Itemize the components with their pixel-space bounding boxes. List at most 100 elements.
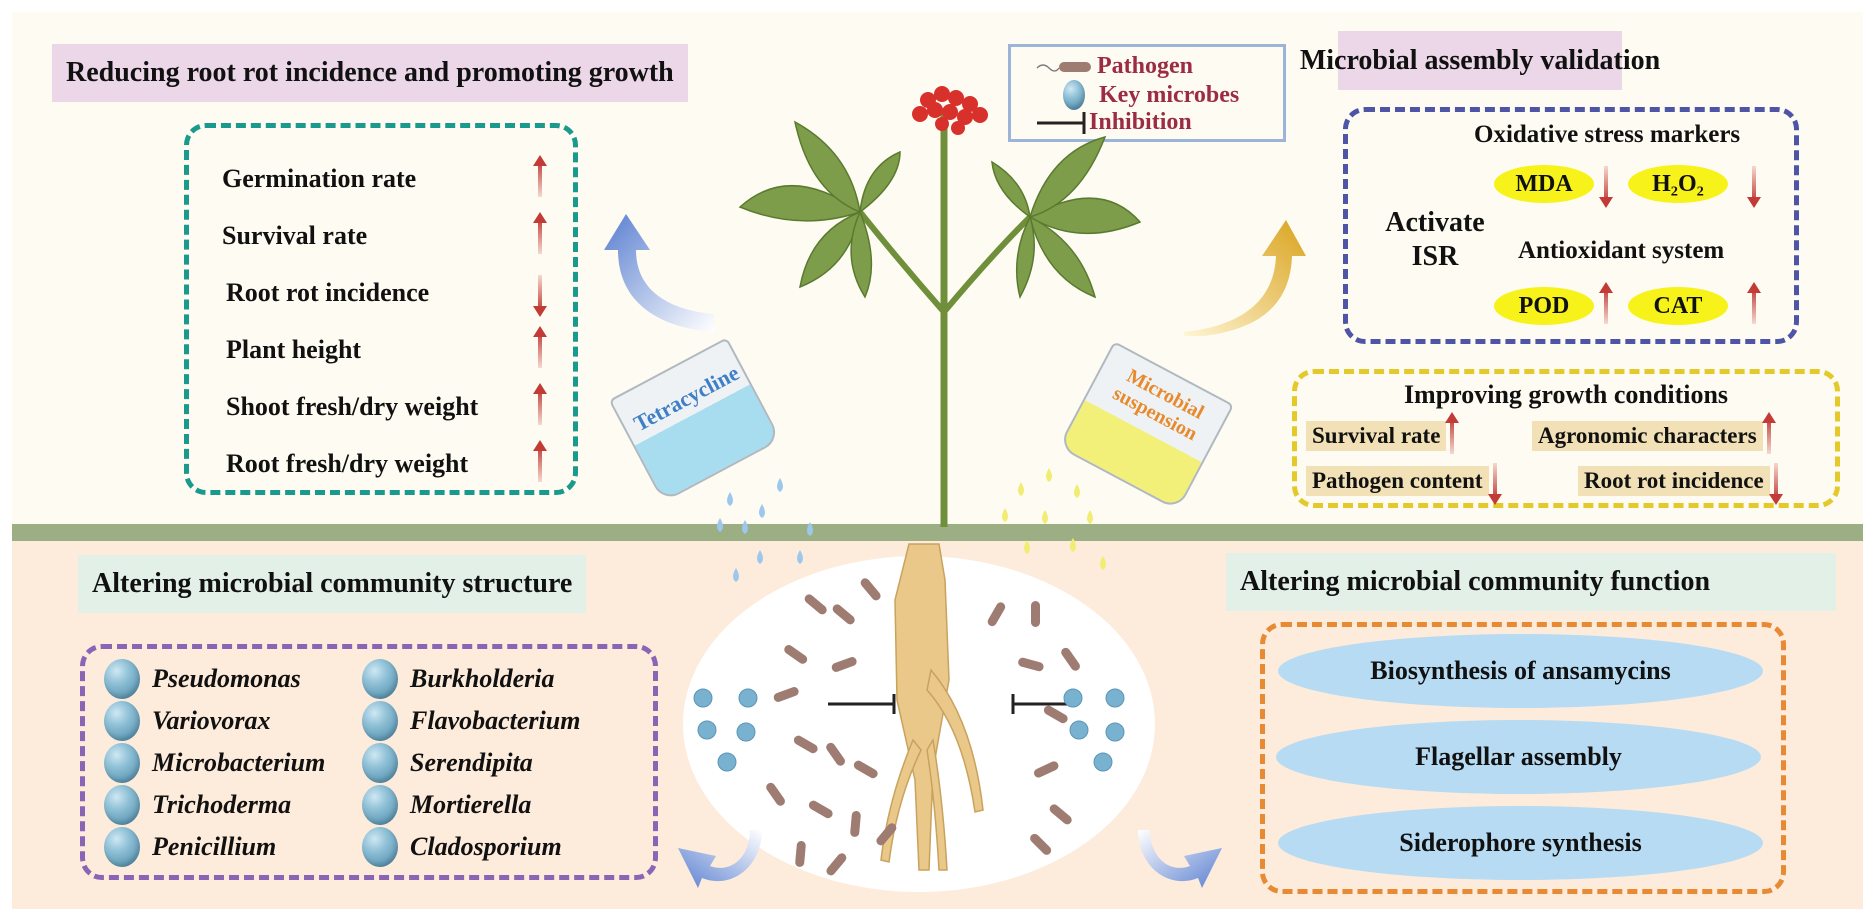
- growth-metrics-list: Germination rate Survival rate Root rot …: [222, 150, 547, 492]
- growth-item: Root rot incidence: [1578, 463, 1783, 505]
- oxidative-stress-title: Oxidative stress markers: [1474, 121, 1741, 148]
- species-name: Cladosporium: [410, 832, 562, 861]
- isr-line-2: ISR: [1411, 241, 1459, 272]
- legend-item-pathogen: Pathogen: [1035, 53, 1193, 80]
- key-microbe-cluster: [693, 688, 1125, 772]
- growth-item-label: Agronomic characters: [1532, 421, 1763, 451]
- metric-label: Survival rate: [222, 220, 368, 250]
- pathogen-icon: [1036, 61, 1091, 72]
- up-arrow-icon: [1599, 282, 1613, 324]
- species-name: Serendipita: [410, 748, 533, 777]
- key-microbe-icon: [104, 827, 140, 867]
- down-arrow-icon: [1599, 166, 1613, 208]
- mda-marker: MDA: [1494, 165, 1594, 203]
- legend-label: Pathogen: [1097, 53, 1193, 79]
- species-item: Mortierella: [362, 784, 580, 826]
- key-microbe-icon: [362, 785, 398, 825]
- up-arrow-icon: [533, 211, 547, 254]
- species-name: Variovorax: [152, 706, 271, 735]
- key-microbe-icon: [362, 743, 398, 783]
- top-left-title-text: Reducing root rot incidence and promotin…: [66, 57, 674, 88]
- isr-box: [1343, 107, 1799, 344]
- up-arrow-icon: [1445, 412, 1460, 454]
- top-right-title-text: Microbial assembly validation: [1299, 44, 1661, 76]
- tetracycline-droplets: [717, 478, 813, 582]
- community-function-box: [1260, 622, 1786, 894]
- top-left-title: Reducing root rot incidence and promotin…: [52, 44, 688, 102]
- function-item: Biosynthesis of ansamycins: [1278, 634, 1763, 708]
- antioxidant-system-title: Antioxidant system: [1518, 237, 1725, 264]
- down-arrow-icon: [533, 274, 547, 317]
- key-microbe-icon: [362, 827, 398, 867]
- species-column-2: Burkholderia Flavobacterium Serendipita …: [362, 658, 580, 868]
- growth-item-label: Survival rate: [1306, 421, 1447, 451]
- h2o2-marker: H₂O₂: [1628, 165, 1728, 203]
- soil-line: [12, 524, 1863, 541]
- species-name: Flavobacterium: [410, 706, 581, 735]
- up-arrow-icon: [1747, 282, 1761, 324]
- species-item: Serendipita: [362, 742, 580, 784]
- growth-item: Agronomic characters: [1532, 412, 1776, 454]
- cat-marker: CAT: [1628, 287, 1728, 325]
- key-microbe-icon: [104, 743, 140, 783]
- legend-label: Key microbes: [1099, 81, 1240, 108]
- function-item: Flagellar assembly: [1276, 720, 1761, 794]
- species-name: Mortierella: [410, 790, 532, 819]
- growth-item: Survival rate: [1306, 412, 1460, 454]
- species-name: Pseudomonas: [152, 664, 301, 693]
- up-arrow-icon: [533, 154, 547, 197]
- species-name: Burkholderia: [410, 664, 555, 693]
- species-item: Penicillium: [104, 826, 325, 868]
- up-arrow-icon: [533, 325, 547, 368]
- berry-cluster: [912, 86, 988, 135]
- pathogen-cluster: [766, 578, 1080, 876]
- ginseng-plant-illustration: [738, 86, 1142, 527]
- bottom-left-title: Altering microbial community structure: [78, 555, 587, 613]
- metric-label: Shoot fresh/dry weight: [226, 391, 479, 421]
- isr-label: Activate ISR: [1384, 206, 1486, 274]
- bottom-left-title-text: Altering microbial community structure: [92, 568, 573, 599]
- key-microbe-icon: [362, 659, 398, 699]
- metric-row: Survival rate: [222, 207, 547, 264]
- down-arrow-icon: [1768, 463, 1783, 505]
- species-name: Trichoderma: [152, 790, 292, 819]
- ginseng-root: [880, 543, 984, 871]
- legend-label: Inhibition: [1089, 109, 1192, 135]
- key-microbe-icon: [104, 701, 140, 741]
- up-arrow-icon: [533, 382, 547, 425]
- rhizosphere-illustration: [693, 543, 1125, 876]
- top-right-title: Microbial assembly validation: [1300, 31, 1660, 90]
- metric-label: Plant height: [226, 334, 362, 364]
- growth-conditions-box: [1292, 369, 1840, 508]
- bottom-right-title-text: Altering microbial community function: [1240, 566, 1711, 597]
- growth-metrics-box: [184, 123, 578, 495]
- species-name: Penicillium: [152, 832, 277, 861]
- metric-row: Root rot incidence: [222, 264, 547, 321]
- microbial-suspension-droplets: [1002, 468, 1106, 570]
- species-item: Burkholderia: [362, 658, 580, 700]
- growth-item-label: Root rot incidence: [1578, 466, 1770, 496]
- leaves: [738, 120, 1142, 300]
- up-arrow-icon: [533, 439, 547, 482]
- metric-row: Germination rate: [222, 150, 547, 207]
- species-item: Variovorax: [104, 700, 325, 742]
- inhibition-icon: [1037, 111, 1086, 134]
- metric-label: Germination rate: [222, 163, 417, 193]
- metric-label: Root rot incidence: [226, 277, 430, 307]
- species-item: Pseudomonas: [104, 658, 325, 700]
- growth-item: Pathogen content: [1306, 463, 1502, 505]
- up-arrow-icon: [1761, 412, 1776, 454]
- metric-label: Root fresh/dry weight: [226, 448, 469, 478]
- species-name: Microbacterium: [152, 748, 326, 777]
- growth-item-label: Pathogen content: [1306, 466, 1489, 496]
- blue-curved-arrow-icon: [604, 214, 714, 332]
- legend-box: Pathogen Key microbes Inhibition: [1008, 44, 1286, 142]
- key-microbe-icon: [104, 785, 140, 825]
- growth-conditions-title: Improving growth conditions: [1403, 380, 1729, 409]
- down-arrow-icon: [1747, 166, 1761, 208]
- key-microbe-icon: [362, 701, 398, 741]
- antioxidant-markers: POD CAT: [1494, 282, 1761, 325]
- oxidative-markers: MDA H₂O₂: [1494, 165, 1761, 208]
- isr-line-1: Activate: [1385, 207, 1485, 238]
- legend-item-key-microbes: Key microbes: [1063, 80, 1239, 110]
